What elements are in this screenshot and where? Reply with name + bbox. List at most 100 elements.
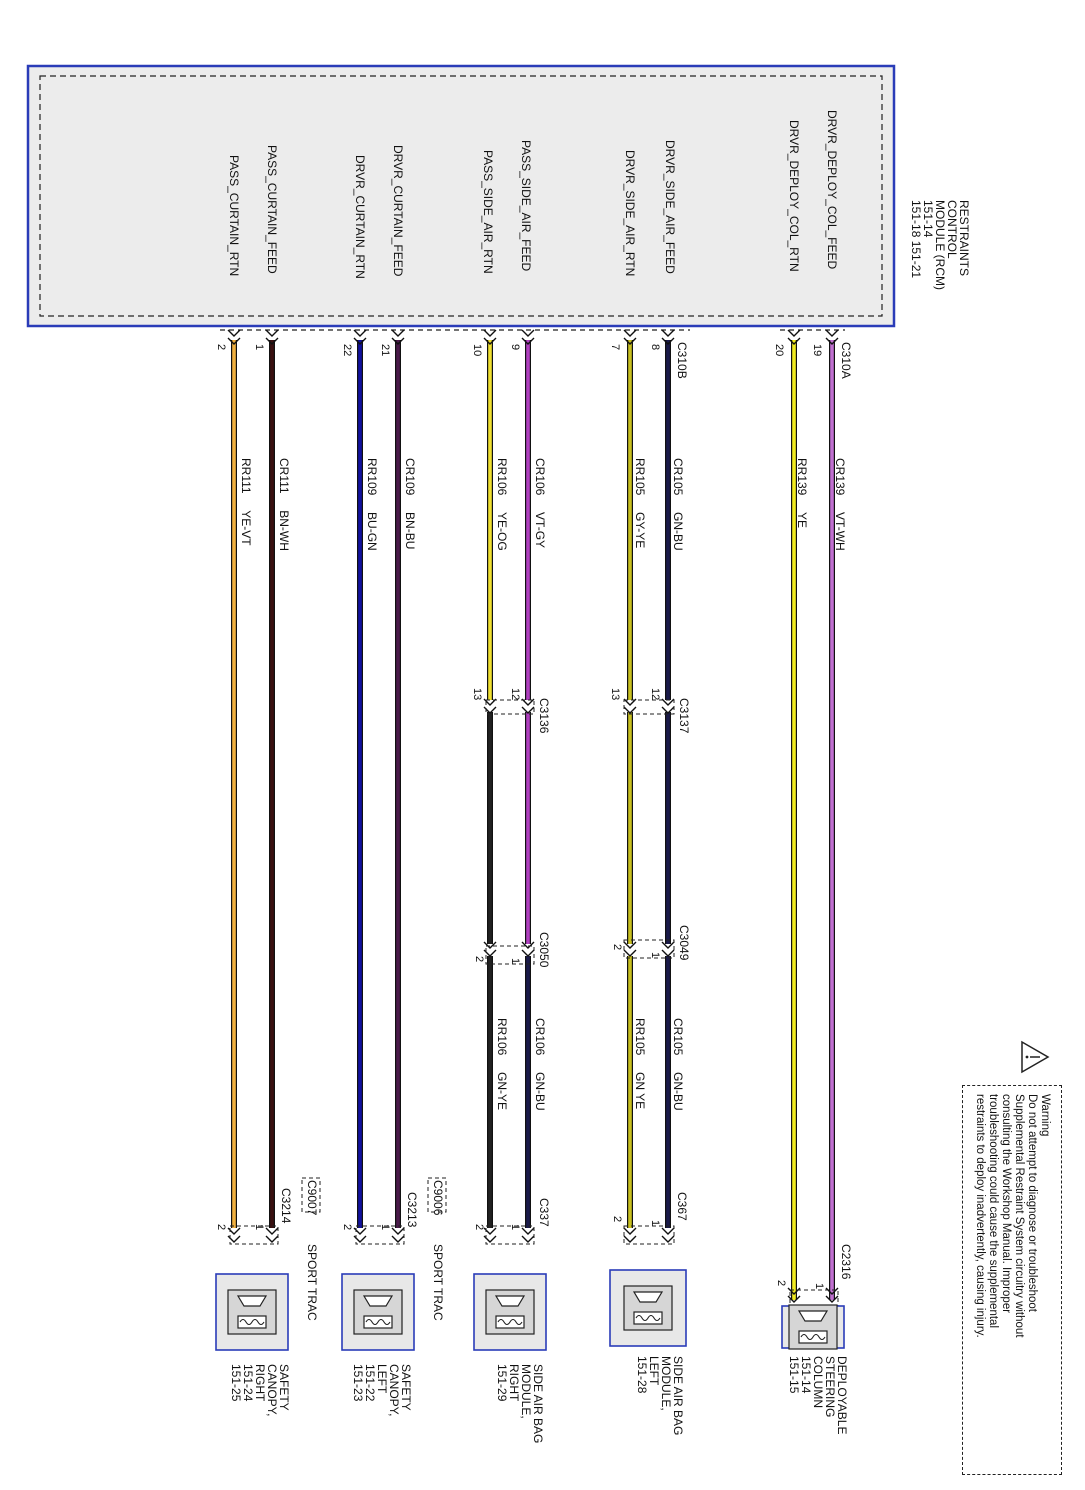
component-safety-canopy-left-cap xyxy=(362,1295,394,1307)
chevron-rcm-6 xyxy=(391,329,405,337)
connector-c9006: C9006 xyxy=(431,1180,445,1216)
component-steering-column-coil xyxy=(800,1333,826,1341)
chevron-mid2-3-b xyxy=(623,949,637,957)
pin-c367-2: 2 xyxy=(611,1216,623,1223)
connector-c9007: C9007 xyxy=(305,1180,319,1216)
chevron-mid1-3 xyxy=(623,698,637,706)
chevron-rcm-9 xyxy=(227,329,241,337)
chevron-mid1-2 xyxy=(661,698,675,706)
pin-c3136-13: 13 xyxy=(471,688,483,701)
chevron-c2316-0-b xyxy=(825,1295,839,1303)
sport-trac-label-left: SPORT TRAC xyxy=(431,1244,445,1321)
dash-c2316 xyxy=(789,1289,839,1309)
chevron-mid2-3 xyxy=(623,941,637,949)
chevron-mid1-2-b xyxy=(661,706,675,714)
rcm-module-inner-dashed xyxy=(39,75,883,317)
wire-label-cr111: CR111 BN-WH xyxy=(277,458,291,551)
connector-c310a: C310A xyxy=(839,342,853,379)
pin-c3213-1: 1 xyxy=(379,1224,391,1231)
component-side-air-bag-left-cap xyxy=(632,1291,664,1303)
wire-label-rr106-lower: RR106 GN-YE xyxy=(495,1018,509,1111)
chevron-rcm-0-b xyxy=(825,337,839,345)
connector-c3049: C3049 xyxy=(677,925,691,961)
connector-c310b: C310B xyxy=(675,342,689,379)
dash-c9006 xyxy=(427,1177,447,1213)
chevron-rcm-1 xyxy=(787,329,801,337)
pin-1: 1 xyxy=(253,344,265,351)
chevron-rcm-1-b xyxy=(787,337,801,345)
connector-c2316: C2316 xyxy=(839,1244,853,1280)
pin-c3214-2: 2 xyxy=(215,1224,227,1231)
chevron-rcm-8 xyxy=(265,329,279,337)
wire-label-rr105: RR105 GY-YE xyxy=(633,458,647,549)
warning-triangle-icon xyxy=(1021,1040,1050,1074)
warning-box: Warning Do not attempt to diagnose or tr… xyxy=(962,1085,1062,1475)
component-side-air-bag-right-cap xyxy=(494,1295,526,1307)
pin-c337-2: 2 xyxy=(473,1224,485,1231)
component-safety-canopy-right-coil xyxy=(239,1318,265,1326)
chevron-rcm-6-b xyxy=(391,337,405,345)
signal-drvr-deploy-col-feed: DRVR_DEPLOY_COL_FEED xyxy=(825,110,839,270)
signal-pass-curtain-feed: PASS_CURTAIN_FEED xyxy=(265,145,279,274)
connector-c3136: C3136 xyxy=(537,698,551,734)
connector-c337: C337 xyxy=(537,1198,551,1227)
chevron-rcm-8-b xyxy=(265,337,279,345)
wire-label-cr109: CR109 BN-BU xyxy=(403,458,417,550)
chevron-comp-3 xyxy=(623,1227,637,1235)
wire-label-rr105-lower: RR105 GN YE xyxy=(633,1018,647,1110)
pin-c3137-13: 13 xyxy=(609,688,621,701)
components-group xyxy=(215,1269,845,1351)
chevron-comp-4-b xyxy=(521,1235,535,1243)
pin-c3049-1: 1 xyxy=(649,952,661,959)
chevron-rcm-7-b xyxy=(353,337,367,345)
chevron-comp-8-b xyxy=(265,1235,279,1243)
wire-label-rr109: RR109 BU-GN xyxy=(365,458,379,551)
dash-c3050 xyxy=(485,945,535,965)
chevron-comp-3-b xyxy=(623,1235,637,1243)
wire-label-cr106-lower: CR106 GN-BU xyxy=(533,1018,547,1111)
wire-label-rr106: RR106 YE-OG xyxy=(495,458,509,551)
wire-label-cr105-lower: CR105 GN-BU xyxy=(671,1018,685,1111)
chevron-rcm-2 xyxy=(661,329,675,337)
chevron-rcm-3-b xyxy=(623,337,637,345)
pin-8: 8 xyxy=(649,344,661,351)
component-side-air-bag-right-coil xyxy=(497,1318,523,1326)
signal-drvr-side-air-rtn: DRVR_SIDE_AIR_RTN xyxy=(623,150,637,277)
signal-drvr-curtain-feed: DRVR_CURTAIN_FEED xyxy=(391,145,405,277)
chevron-mid1-4 xyxy=(521,698,535,706)
wire-label-cr105: CR105 GN-BU xyxy=(671,458,685,551)
sport-trac-label-right: SPORT TRAC xyxy=(305,1244,319,1321)
chevron-mid2-2 xyxy=(661,941,675,949)
pin-2: 2 xyxy=(215,344,227,351)
pin-c3050-1: 1 xyxy=(509,958,521,965)
component-safety-canopy-left-coil xyxy=(365,1318,391,1326)
pin-7: 7 xyxy=(609,344,621,351)
signal-drvr-side-air-feed: DRVR_SIDE_AIR_FEED xyxy=(663,140,677,274)
chevron-comp-4 xyxy=(521,1227,535,1235)
signal-drvr-deploy-col-rtn: DRVR_DEPLOY_COL_RTN xyxy=(787,120,801,272)
connector-c3137: C3137 xyxy=(677,698,691,734)
chevron-rcm-4 xyxy=(521,329,535,337)
signal-pass-side-air-rtn: PASS_SIDE_AIR_RTN xyxy=(481,150,495,274)
chevron-mid2-4 xyxy=(521,941,535,949)
pin-c3050-2: 2 xyxy=(473,956,485,963)
pin-c2316-1: 1 xyxy=(813,1283,825,1290)
chevron-rcm-2-b xyxy=(661,337,675,345)
pin-c3214-1: 1 xyxy=(253,1224,265,1231)
dash-c337 xyxy=(485,1225,535,1245)
connector-c3050: C3050 xyxy=(537,932,551,968)
chevron-rcm-7 xyxy=(353,329,367,337)
chevron-comp-6-b xyxy=(391,1235,405,1243)
signal-pass-curtain-rtn: PASS_CURTAIN_RTN xyxy=(227,155,241,277)
pin-c337-1: 1 xyxy=(509,1224,521,1231)
pin-c3136-12: 12 xyxy=(509,688,521,701)
chevron-rcm-4-b xyxy=(521,337,535,345)
wire-label-rr111: RR111 YE-VT xyxy=(239,458,253,546)
chevron-rcm-3 xyxy=(623,329,637,337)
dash-c9007 xyxy=(301,1177,321,1213)
pin-c3137-12: 12 xyxy=(649,688,661,701)
